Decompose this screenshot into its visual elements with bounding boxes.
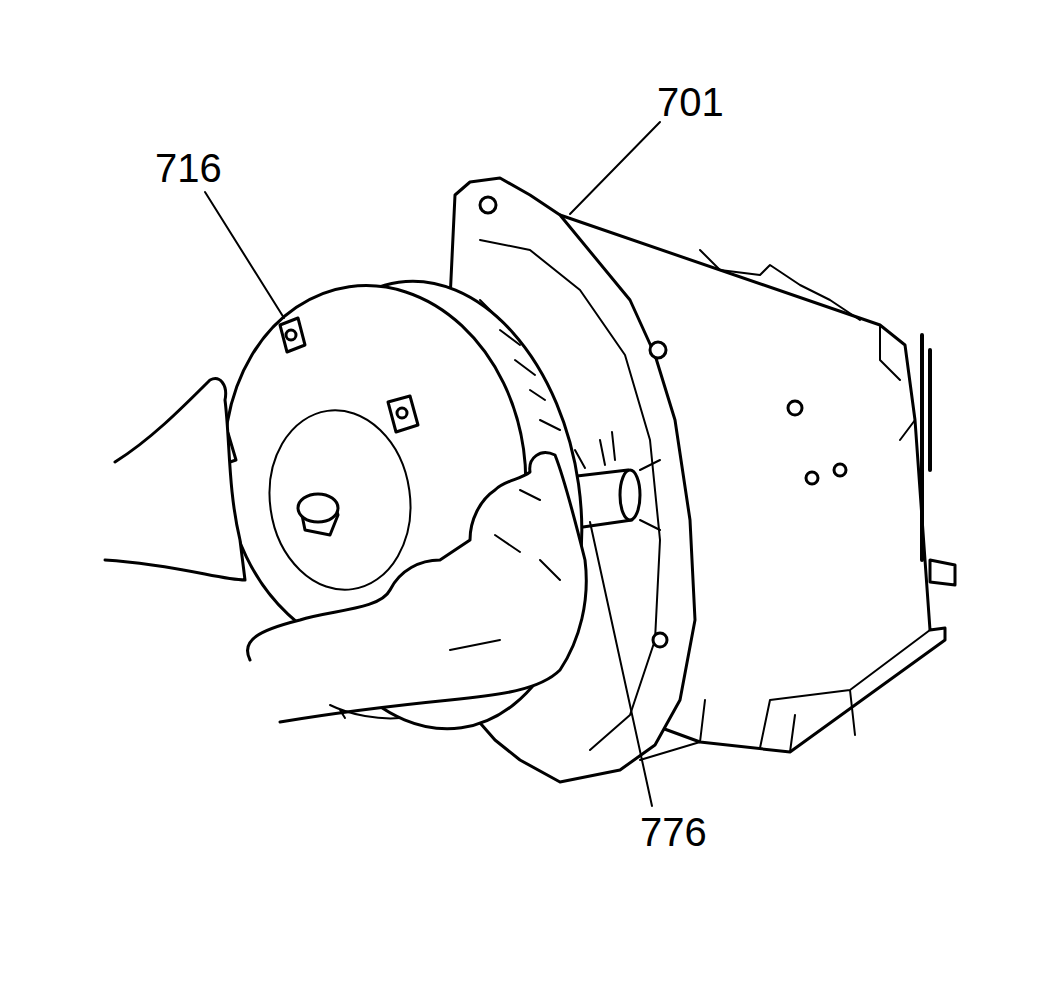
right-hand	[247, 453, 586, 722]
callout-number: 776	[640, 812, 707, 852]
bolt-hole	[480, 197, 496, 213]
case-fitting	[930, 560, 955, 585]
bolt-hole	[806, 472, 818, 484]
lug-hole	[397, 408, 407, 418]
case-detail	[700, 250, 930, 752]
shaft-spline-marks	[575, 432, 660, 530]
callout-number: 701	[657, 82, 724, 122]
lug-hole	[286, 330, 296, 340]
converter-bottom	[330, 705, 400, 718]
bolt-hole	[788, 401, 802, 415]
case-edge-lines	[922, 335, 930, 560]
hand-fingers	[450, 490, 560, 650]
shaft-end	[620, 470, 640, 520]
callout-number: 716	[155, 148, 222, 188]
bolt-hole	[653, 633, 667, 647]
pilot-end	[298, 494, 338, 522]
bolt-hole	[650, 342, 666, 358]
bolt-hole	[834, 464, 846, 476]
leader-line	[590, 522, 652, 806]
leader-line	[205, 192, 284, 318]
left-hand	[105, 379, 245, 580]
converter-lug	[388, 396, 418, 432]
converter-lug	[280, 318, 305, 352]
leader-line	[570, 122, 660, 214]
